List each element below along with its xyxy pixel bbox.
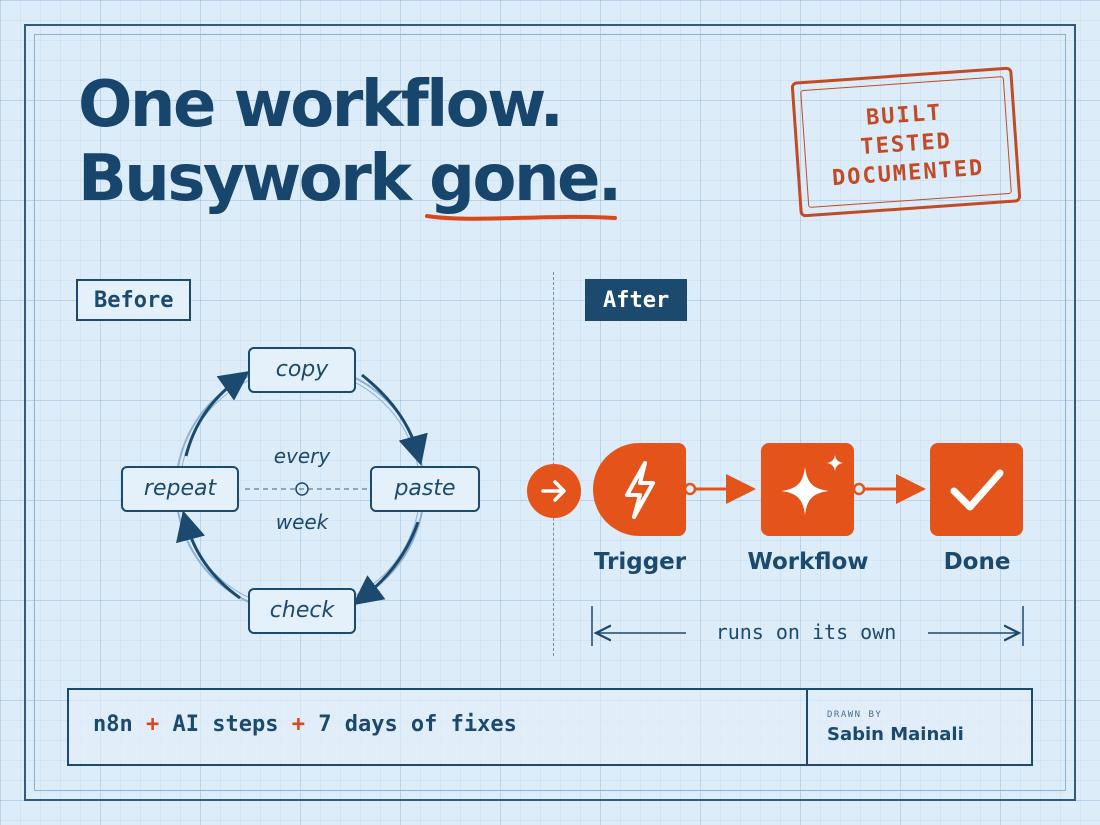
footer-bar: n8n + AI steps + 7 days of fixes DRAWN B… (67, 688, 1033, 766)
step-repeat: repeat (121, 466, 239, 512)
credit-label: DRAWN BY (827, 710, 883, 720)
node-label-workflow: Workflow (747, 549, 869, 575)
cycle-arrow-paste-to-check (352, 521, 420, 606)
lightning-icon (625, 461, 655, 519)
formula-term-ai-steps: AI steps (172, 712, 279, 737)
formula-plus-2: + (291, 712, 305, 737)
step-paste: paste (370, 466, 480, 512)
node-trigger (593, 443, 686, 536)
cycle-label-week: week (275, 510, 329, 534)
step-copy: copy (248, 347, 356, 393)
after-tag: After (585, 279, 688, 321)
node-done (930, 443, 1023, 536)
start-indicator (527, 464, 581, 518)
headline-emphasis-text: gone. (429, 142, 622, 216)
node-label-trigger: Trigger (593, 549, 687, 575)
before-tag: Before (76, 279, 192, 321)
footer-formula: n8n + AI steps + 7 days of fixes (93, 712, 517, 737)
step-check: check (248, 588, 356, 634)
node-workflow (761, 443, 854, 536)
node-label-done: Done (943, 549, 1011, 575)
cycle-label-every: every (273, 444, 331, 468)
cycle-arrow-copy-to-paste (361, 373, 428, 466)
underline-swoosh (425, 214, 618, 221)
status-stamp: BUILT TESTED DOCUMENTED (790, 66, 1022, 218)
formula-plus-1: + (146, 712, 160, 737)
headline: One workflow. Busywork gone. (78, 68, 622, 221)
stamp-text: BUILT TESTED DOCUMENTED (795, 94, 1017, 196)
headline-line-2-prefix: Busywork (78, 142, 430, 216)
outer-frame (24, 24, 1076, 801)
headline-line-1: One workflow. (78, 68, 564, 142)
span-caption: runs on its own (715, 620, 897, 644)
headline-emphasis: gone. (425, 142, 622, 221)
arrow-right-icon (541, 480, 566, 502)
cycle-center-dot (295, 482, 309, 496)
headline-line-2: Busywork gone. (78, 142, 622, 221)
checkmark-icon (950, 469, 1004, 511)
sparkle-icon (781, 455, 843, 515)
cycle-arrow-repeat-to-copy (184, 371, 250, 457)
formula-term-fixes: 7 days of fixes (318, 712, 517, 737)
footer-divider (806, 690, 808, 764)
credit-name: Sabin Mainali (827, 724, 964, 745)
inner-frame (34, 34, 1066, 791)
cycle-arrow-check-to-repeat (176, 510, 241, 600)
formula-term-n8n: n8n (93, 712, 133, 737)
